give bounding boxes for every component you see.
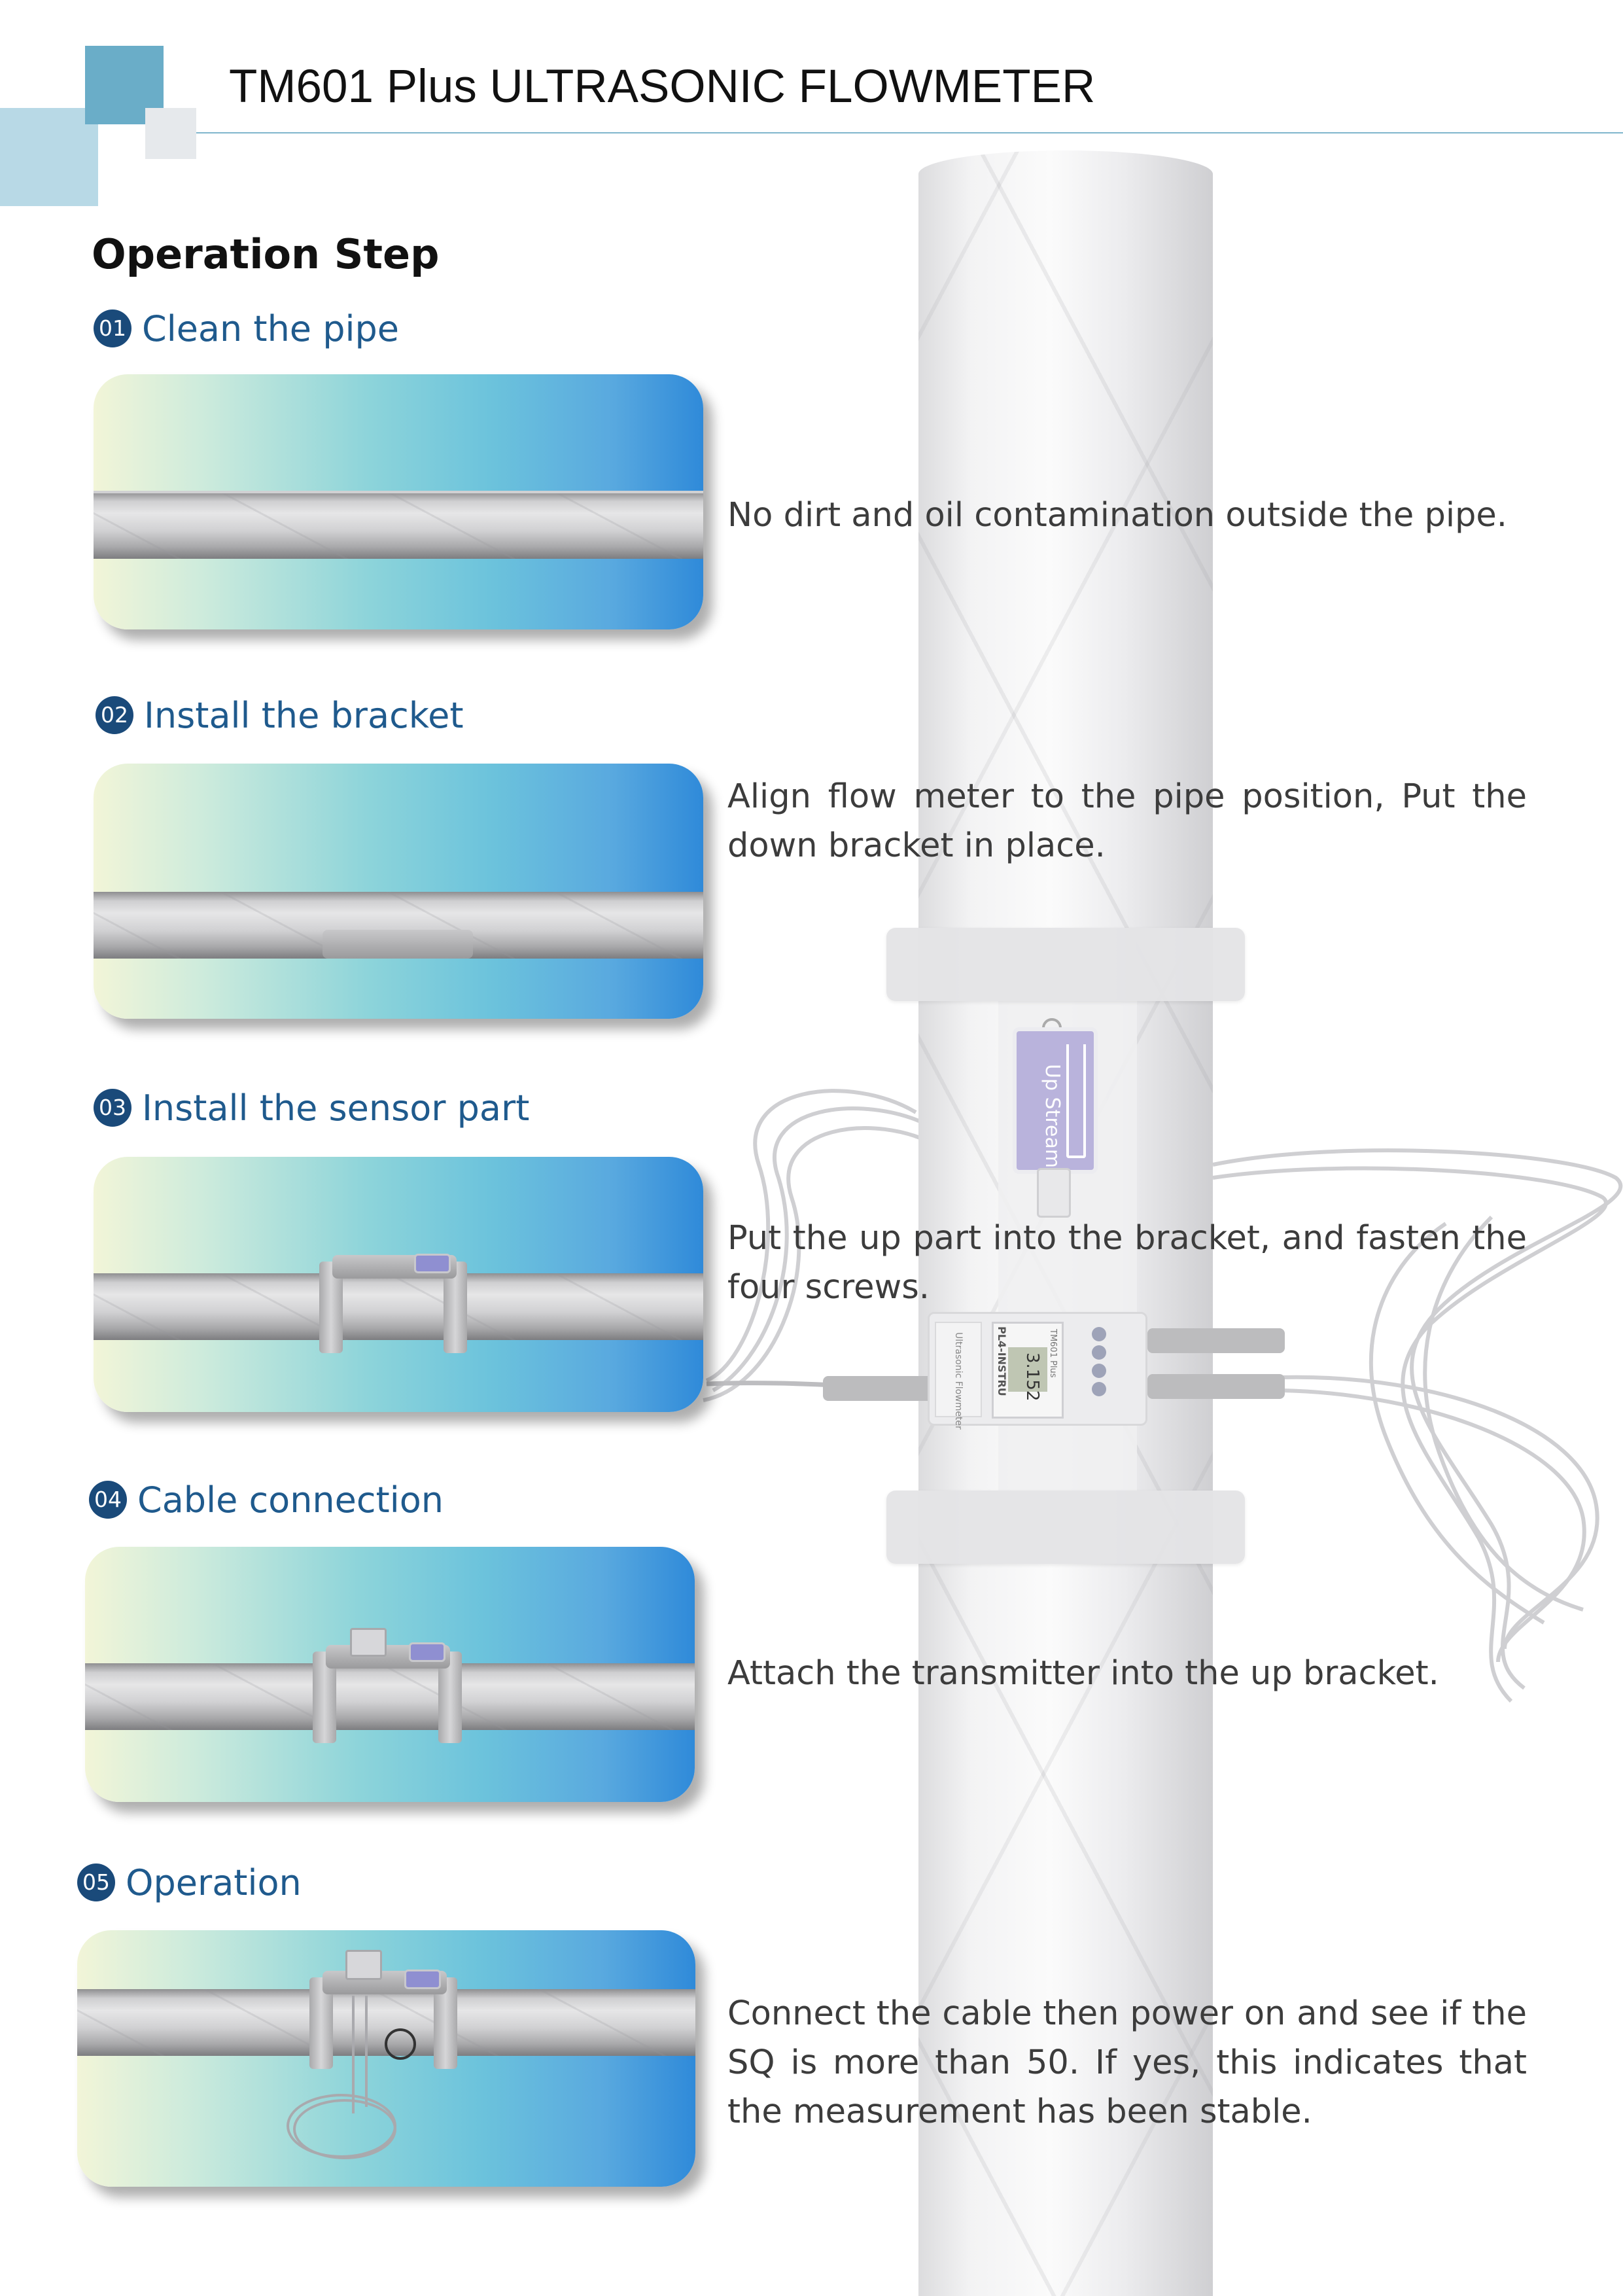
header-rule — [196, 132, 1623, 133]
cable-connector — [1147, 1328, 1285, 1353]
step-image-operation — [77, 1930, 695, 2187]
step-number-badge: 05 — [77, 1863, 115, 1901]
page-title: TM601 Plus ULTRASONIC FLOWMETER — [229, 61, 1096, 113]
lower-clamp — [886, 1491, 1245, 1564]
step-image-clean-pipe — [94, 374, 703, 629]
transmitter-buttons — [1085, 1323, 1113, 1415]
upstream-sensor: Up Stream — [1013, 1027, 1098, 1174]
sensor-graphic — [404, 1969, 441, 1989]
upper-clamp — [886, 928, 1245, 1001]
step-label: Install the bracket — [144, 695, 464, 736]
cable-coil-graphic — [385, 2028, 416, 2060]
pipe-edge — [94, 491, 703, 493]
step-description: Align flow meter to the pipe position, P… — [727, 777, 1527, 865]
step-description: Connect the cable then power on and see … — [727, 1994, 1527, 2131]
section-title: Operation Step — [92, 230, 440, 278]
step-image-cable-connection — [85, 1547, 695, 1802]
transmitter-face: PL4-INSTRU 3.152 TM601 Plus — [992, 1322, 1064, 1419]
transmitter-graphic — [350, 1628, 387, 1657]
step-number-badge: 03 — [94, 1089, 131, 1127]
sensor-graphic — [409, 1642, 445, 1662]
transmitter-brand: PL4-INSTRU — [996, 1326, 1008, 1396]
pipe-graphic — [85, 1663, 695, 1730]
cable-graphic — [352, 1996, 355, 2113]
sensor-label: Up Stream — [1041, 1064, 1064, 1169]
transmitter-button — [1092, 1327, 1106, 1341]
sensor-plug — [1037, 1168, 1071, 1218]
transmitter-button — [1092, 1345, 1106, 1360]
transmitter-display: 3.152 — [1008, 1347, 1047, 1401]
flow-direction-arrow-icon — [1066, 1044, 1086, 1158]
transmitter-model: TM601 Plus — [1048, 1329, 1058, 1378]
cable-graphic — [365, 1996, 368, 2107]
step-label: Clean the pipe — [142, 308, 399, 349]
transmitter-side-panel: Ultrasonic Flowmeter — [935, 1322, 982, 1430]
transmitter-button — [1092, 1364, 1106, 1378]
pipe-graphic — [94, 492, 703, 559]
cable-loop-graphic — [293, 2099, 396, 2159]
step-description: No dirt and oil contamination outside th… — [727, 496, 1507, 535]
step-number-badge: 02 — [96, 696, 133, 734]
cable-connector — [823, 1376, 934, 1401]
step-description: Attach the transmitter into the up brack… — [727, 1654, 1439, 1693]
step-number-badge: 01 — [94, 309, 131, 347]
step-number-badge: 04 — [89, 1481, 127, 1519]
header-decoration-square — [0, 108, 98, 206]
step-label: Operation — [126, 1862, 302, 1903]
bracket-graphic — [323, 930, 473, 959]
transmitter-unit: Ultrasonic Flowmeter PL4-INSTRU 3.152 TM… — [928, 1312, 1147, 1430]
step-description: Put the up part into the bracket, and fa… — [727, 1219, 1527, 1307]
pipe-graphic — [94, 1273, 703, 1340]
step-label: Cable connection — [137, 1479, 444, 1521]
cable-connector — [1147, 1374, 1285, 1399]
display-value: 3.152 — [1022, 1352, 1042, 1402]
step-image-install-sensor — [94, 1157, 703, 1412]
step-image-install-bracket — [94, 764, 703, 1019]
transmitter-button — [1092, 1382, 1106, 1396]
transmitter-side-label: Ultrasonic Flowmeter — [953, 1332, 964, 1430]
step-label: Install the sensor part — [142, 1087, 530, 1129]
header-decoration-square — [145, 108, 196, 159]
transmitter-graphic — [345, 1950, 382, 1980]
sensor-graphic — [414, 1254, 451, 1273]
